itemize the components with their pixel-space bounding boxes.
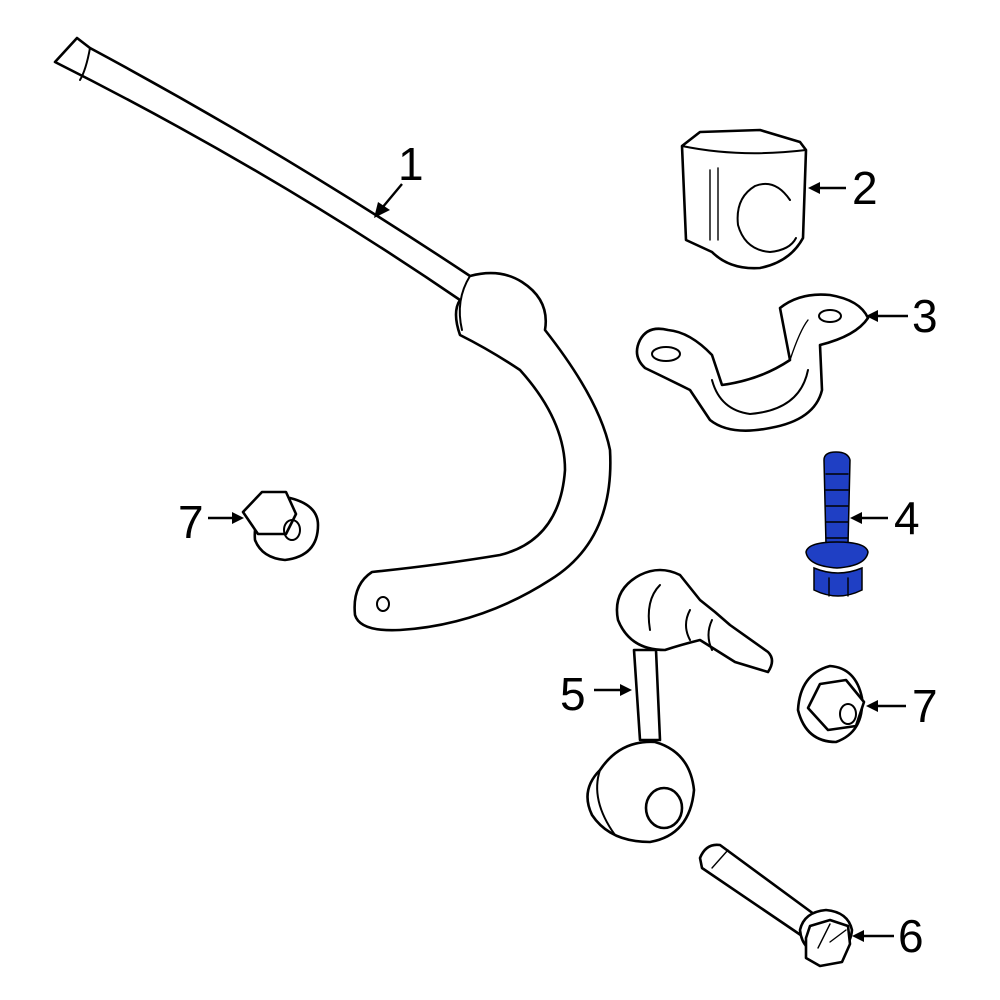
callout-7-left: 7 <box>178 496 244 548</box>
part-6-flange-bolt[interactable] <box>698 843 854 968</box>
callout-6: 6 <box>852 910 924 962</box>
part-5-stabilizer-link[interactable] <box>586 568 774 844</box>
callout-2: 2 <box>808 162 878 214</box>
callout-1: 1 <box>374 138 424 218</box>
callout-3-label: 3 <box>912 290 938 342</box>
callout-7-right-label: 7 <box>912 680 938 732</box>
callout-5-label: 5 <box>560 668 586 720</box>
part-2-bushing[interactable] <box>680 128 808 270</box>
part-3-bracket[interactable] <box>635 293 870 432</box>
callout-4-label: 4 <box>894 492 920 544</box>
part-1-stabilizer-bar[interactable] <box>53 36 612 632</box>
part-7-nut-right[interactable] <box>796 664 866 744</box>
part-4-bolt[interactable] <box>805 451 869 597</box>
callout-3: 3 <box>866 290 938 342</box>
callout-5: 5 <box>560 668 632 720</box>
callout-4: 4 <box>850 492 920 544</box>
callout-1-label: 1 <box>398 138 424 190</box>
callout-6-label: 6 <box>898 910 924 962</box>
callout-2-label: 2 <box>852 162 878 214</box>
part-7-nut-left[interactable] <box>241 490 320 562</box>
callout-7-right: 7 <box>866 680 938 732</box>
callout-7-left-label: 7 <box>178 496 204 548</box>
